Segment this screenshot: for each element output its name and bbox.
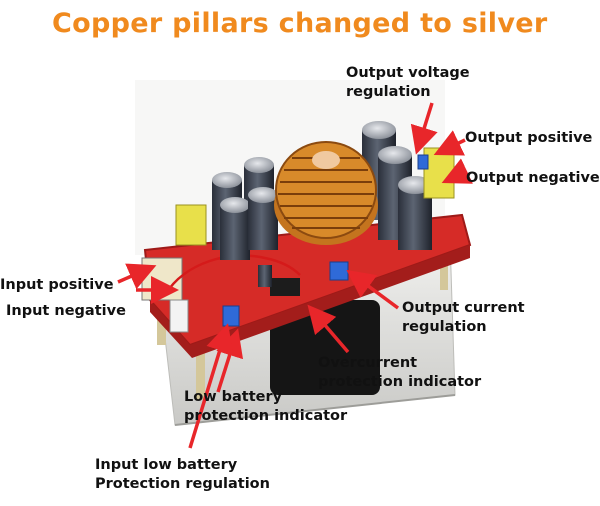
label-input-positive: Input positive: [0, 277, 114, 293]
callout-arrows: [117, 102, 473, 449]
capacitor-group-left: [212, 157, 278, 260]
label-output-positive: Output positive: [465, 130, 593, 146]
output-terminal: [423, 147, 455, 199]
output-current-pot: [329, 261, 349, 281]
cooling-fan: [270, 300, 380, 395]
input-terminal: [141, 257, 183, 301]
label-input-low-battery-protection-regulation: Input low battery Protection regulation: [95, 457, 270, 492]
input-connector: [169, 299, 189, 333]
capacitor-group-right: [362, 121, 432, 250]
label-output-current-regulation: Output current regulation: [402, 300, 525, 335]
label-output-voltage-regulation: Output voltage regulation: [346, 65, 470, 100]
label-output-negative: Output negative: [466, 170, 600, 186]
ic-chip: [270, 278, 300, 296]
page-title: Copper pillars changed to silver: [52, 8, 548, 39]
low-battery-pot: [222, 305, 240, 327]
label-overcurrent-protection-indicator: Overcurrent protection indicator: [318, 355, 482, 390]
output-voltage-pot: [417, 154, 429, 170]
label-input-negative: Input negative: [6, 303, 126, 319]
toroid-inductor: [274, 141, 378, 245]
pillar-icon: [196, 340, 205, 400]
label-low-battery-protection-indicator: Low battery protection indicator: [184, 389, 348, 424]
yellow-terminal: [175, 204, 207, 246]
